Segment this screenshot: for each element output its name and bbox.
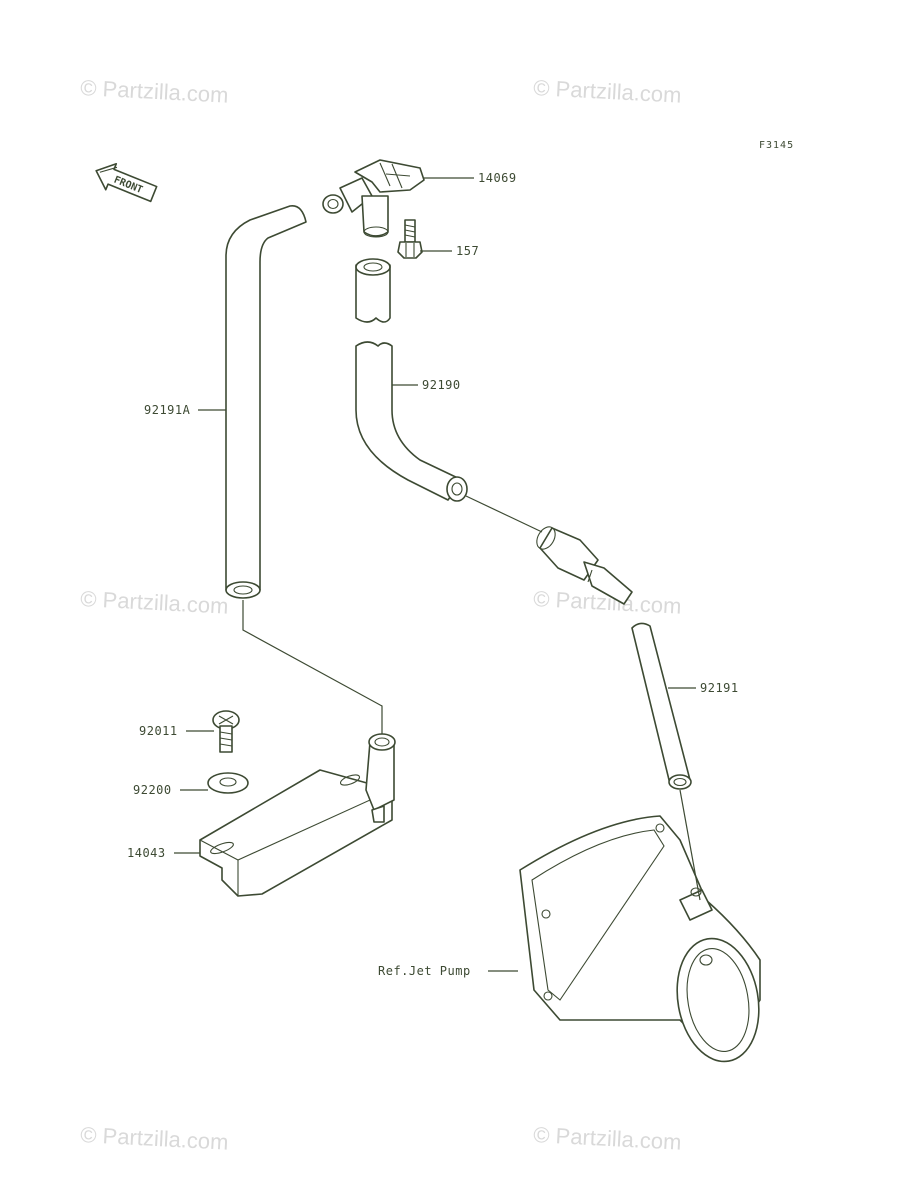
label-ref-jet-pump-text: Ref.Jet Pump — [378, 964, 471, 978]
label-92191A-text: 92191A — [144, 403, 191, 417]
watermark-top-right: © Partzilla.com — [533, 75, 682, 108]
label-92200-text: 92200 — [133, 783, 172, 797]
label-92011: 92011 — [139, 724, 214, 738]
part-92190-hose — [355, 341, 468, 502]
label-92200: 92200 — [133, 783, 208, 797]
label-14043-text: 14043 — [127, 846, 166, 860]
figure-code: F3145 — [759, 140, 794, 151]
watermark-bottom-right: © Partzilla.com — [533, 1122, 682, 1155]
label-14043: 14043 — [127, 846, 200, 860]
assembly-lines — [242, 495, 701, 901]
part-14043-bracket — [199, 733, 396, 897]
part-short-hose — [355, 258, 391, 323]
part-92200-washer — [207, 772, 249, 794]
label-92191: 92191 — [668, 681, 739, 695]
watermark-top-left: © Partzilla.com — [80, 75, 229, 108]
label-92190-text: 92190 — [422, 378, 461, 392]
part-157-bolt — [397, 219, 423, 259]
label-ref-jet-pump: Ref.Jet Pump — [378, 964, 518, 978]
front-arrow-icon: FRONT — [95, 162, 158, 203]
part-connector — [536, 526, 633, 605]
label-92190: 92190 — [392, 378, 461, 392]
label-92011-text: 92011 — [139, 724, 178, 738]
label-92191A: 92191A — [144, 403, 226, 417]
label-157-text: 157 — [456, 244, 479, 258]
watermark-bottom-left: © Partzilla.com — [80, 1122, 229, 1155]
part-92191-hose — [631, 622, 692, 790]
label-14069: 14069 — [424, 171, 517, 185]
part-14069-fitting — [322, 159, 425, 238]
label-92191-text: 92191 — [700, 681, 739, 695]
label-157: 157 — [420, 244, 479, 258]
label-14069-text: 14069 — [478, 171, 517, 185]
part-92011-screw — [212, 710, 240, 753]
part-92191A-hose — [225, 205, 307, 599]
part-jet-pump-housing — [519, 815, 761, 1063]
watermark-mid-left: © Partzilla.com — [80, 586, 229, 619]
